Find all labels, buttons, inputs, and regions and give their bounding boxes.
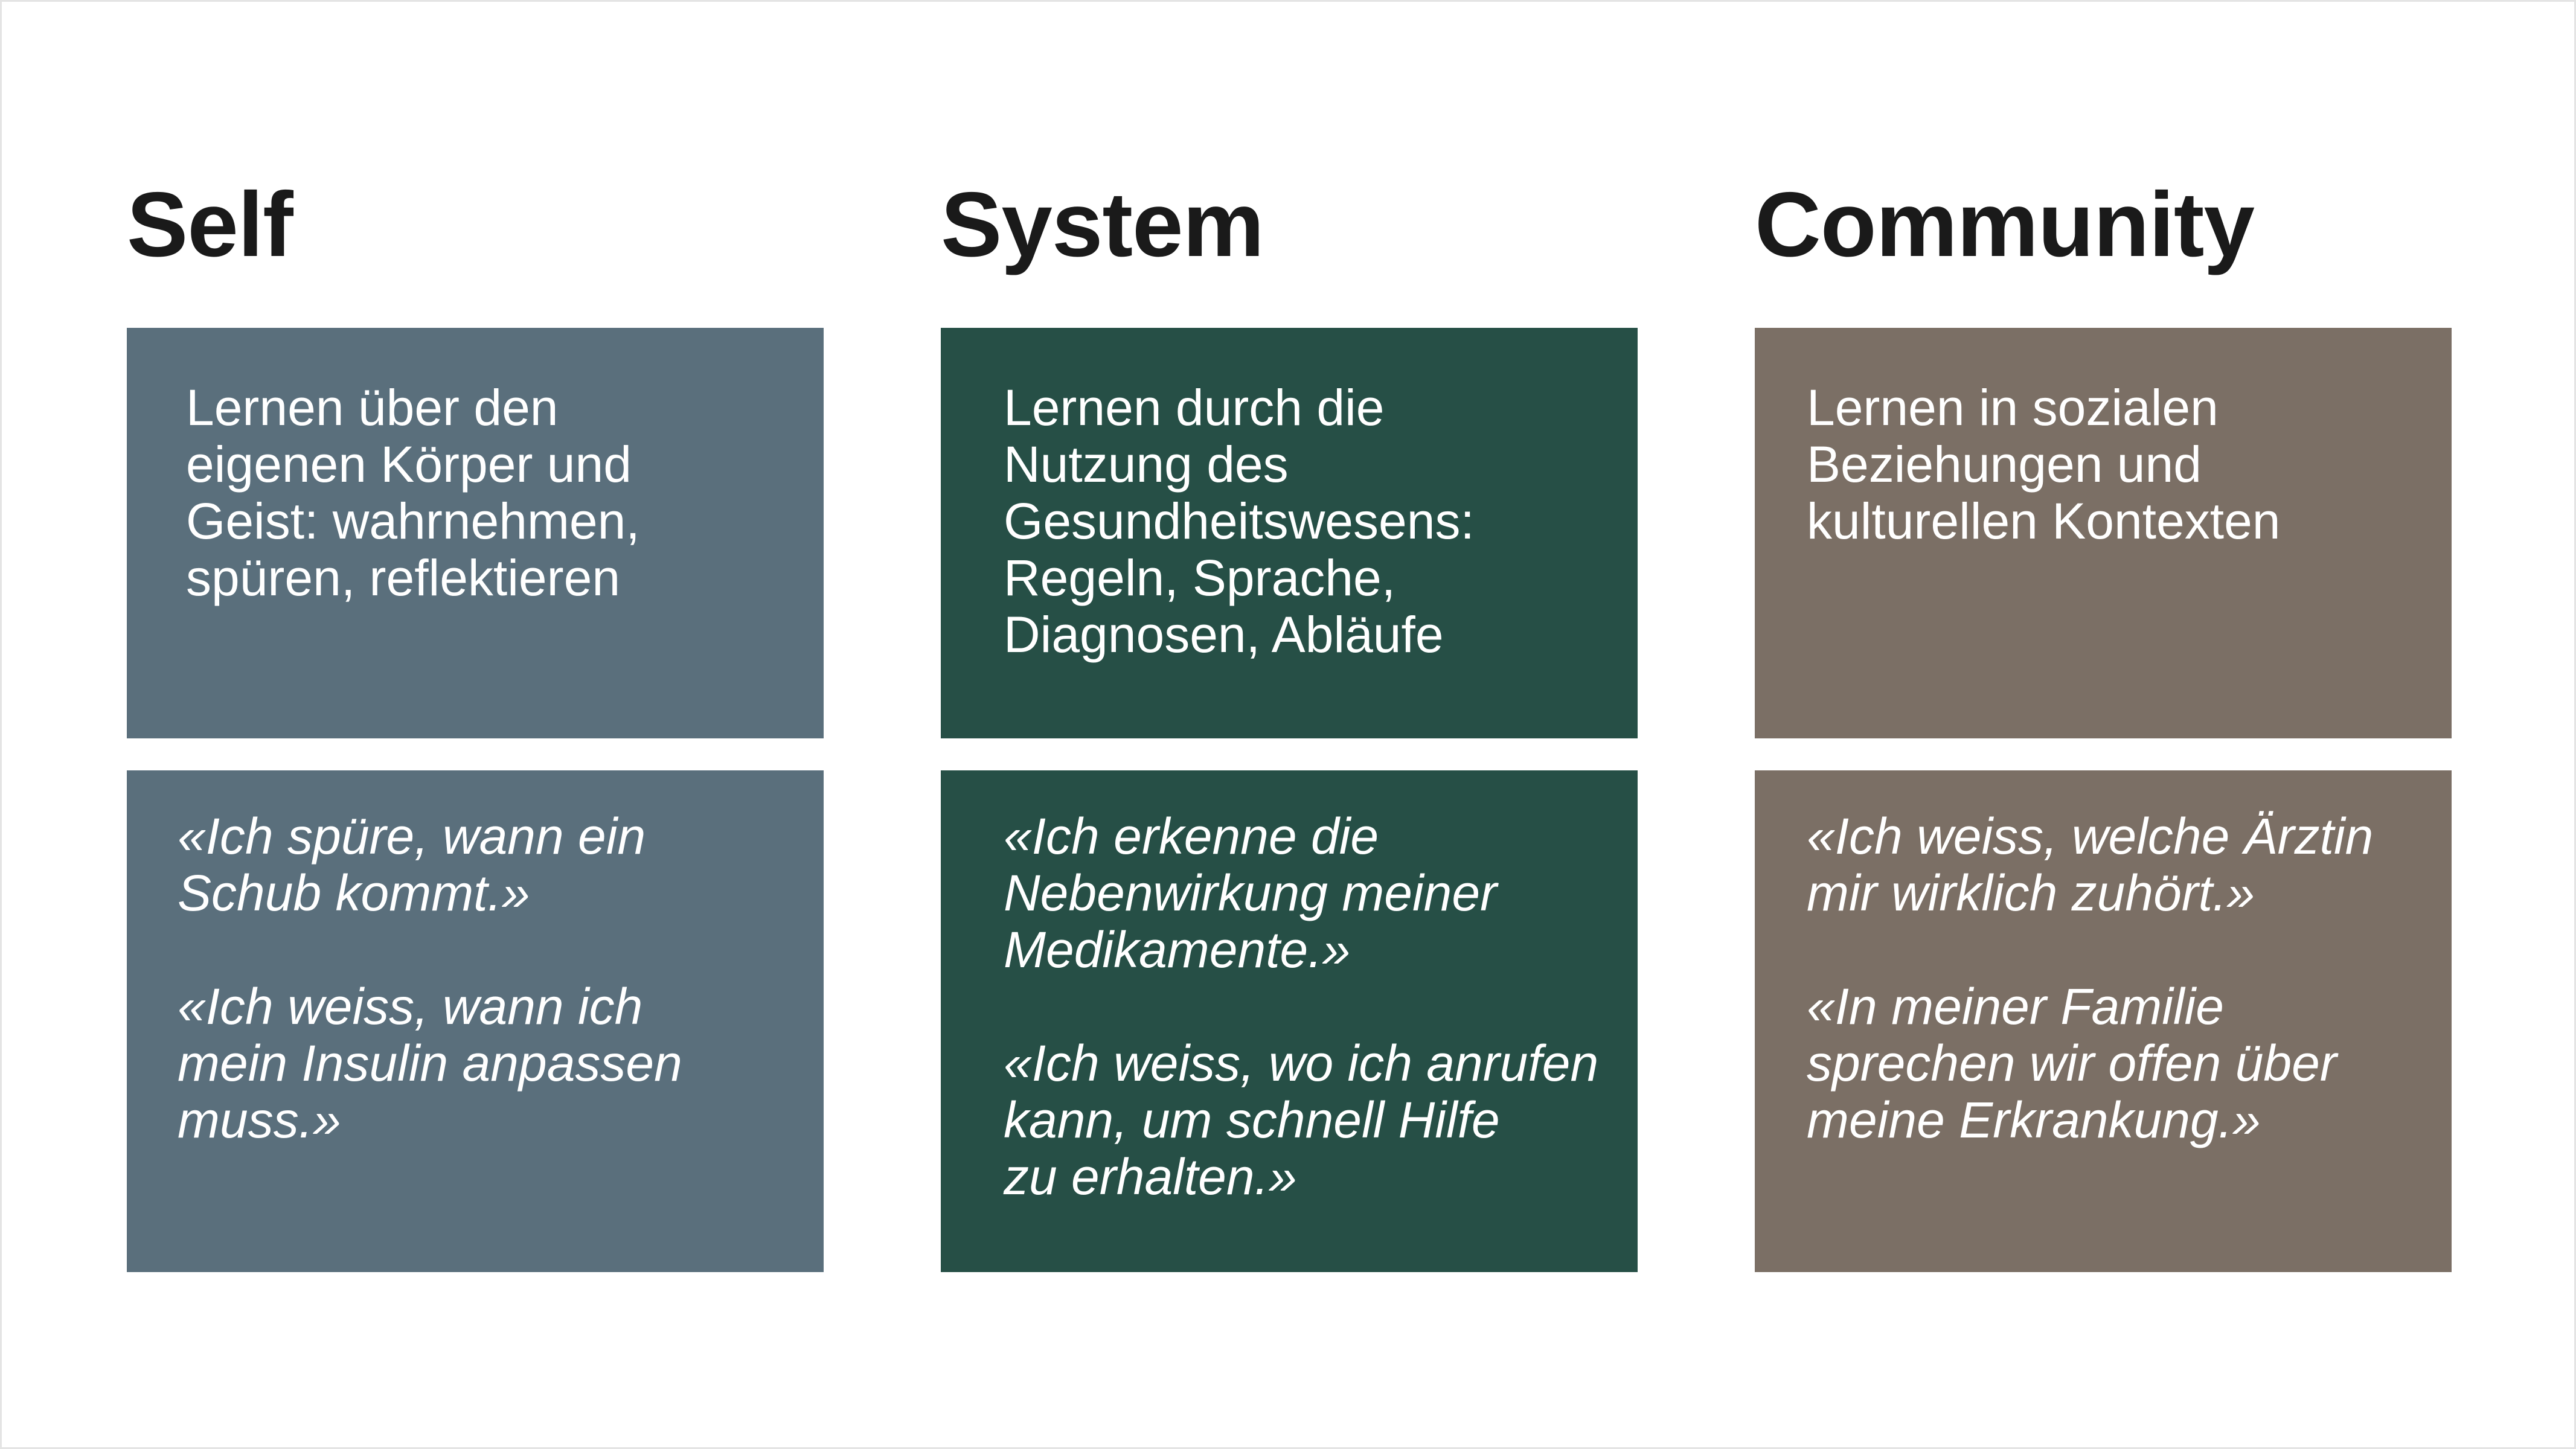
description-line: kulturellen Kontexten [1807, 493, 2281, 549]
description-card-system: Lernen durch die Nutzung des Gesundheits… [941, 328, 1638, 738]
description-line: Regeln, Sprache, [1004, 549, 1396, 606]
quote-line: «In meiner Familie [1807, 978, 2224, 1035]
quote-line: muss.» [178, 1092, 341, 1148]
description-line: Gesundheitswesens: [1004, 493, 1475, 549]
quote-line: «Ich weiss, wo ich anrufen [1004, 1035, 1599, 1092]
column-title-self: Self [127, 173, 293, 276]
quote-community-1: «Ich weiss, welche Ärztin mir wirklich z… [1807, 808, 2433, 921]
quote-line: mir wirklich zuhört.» [1807, 865, 2255, 921]
quote-line: mein Insulin anpassen [178, 1035, 682, 1092]
quote-line: «Ich erkenne die [1004, 808, 1379, 865]
description-line: eigenen Körper und [186, 436, 632, 493]
description-line: Lernen in sozialen [1807, 379, 2219, 436]
description-line: Beziehungen und [1807, 436, 2202, 493]
quote-community-2: «In meiner Familie sprechen wir offen üb… [1807, 978, 2433, 1148]
quote-line: Nebenwirkung meiner [1004, 865, 1498, 921]
quote-system-1: «Ich erkenne die Nebenwirkung meiner Med… [1004, 808, 1620, 978]
quote-system-2: «Ich weiss, wo ich anrufen kann, um schn… [1004, 1035, 1620, 1205]
description-line: Lernen durch die [1004, 379, 1385, 436]
quote-line: Schub kommt.» [178, 865, 530, 921]
description-line: Nutzung des [1004, 436, 1289, 493]
quote-self-2: «Ich weiss, wann ich mein Insulin anpass… [178, 978, 806, 1148]
column-title-system: System [941, 173, 1264, 276]
description-text-self: Lernen über den eigenen Körper und Geist… [186, 379, 799, 606]
quote-card-system: «Ich erkenne die Nebenwirkung meiner Med… [941, 770, 1638, 1272]
quote-card-self: «Ich spüre, wann ein Schub kommt.» «Ich … [127, 770, 824, 1272]
description-line: Diagnosen, Abläufe [1004, 606, 1444, 663]
quote-line: Medikamente.» [1004, 921, 1351, 978]
quote-line: kann, um schnell Hilfe [1004, 1092, 1500, 1148]
description-text-community: Lernen in sozialen Beziehungen und kultu… [1807, 379, 2427, 549]
description-card-self: Lernen über den eigenen Körper und Geist… [127, 328, 824, 738]
description-card-community: Lernen in sozialen Beziehungen und kultu… [1755, 328, 2452, 738]
quote-line: sprechen wir offen über [1807, 1035, 2337, 1092]
quote-self-1: «Ich spüre, wann ein Schub kommt.» [178, 808, 806, 921]
description-line: Lernen über den [186, 379, 559, 436]
quote-line: meine Erkrankung.» [1807, 1092, 2261, 1148]
quote-card-community: «Ich weiss, welche Ärztin mir wirklich z… [1755, 770, 2452, 1272]
description-line: spüren, reflektieren [186, 549, 621, 606]
quote-line: «Ich weiss, wann ich [178, 978, 643, 1035]
quote-line: «Ich weiss, welche Ärztin [1807, 808, 2374, 865]
quote-line: zu erhalten.» [1004, 1148, 1297, 1205]
description-line: Geist: wahrnehmen, [186, 493, 640, 549]
description-text-system: Lernen durch die Nutzung des Gesundheits… [1004, 379, 1613, 663]
quote-line: «Ich spüre, wann ein [178, 808, 646, 865]
column-title-community: Community [1755, 173, 2255, 276]
